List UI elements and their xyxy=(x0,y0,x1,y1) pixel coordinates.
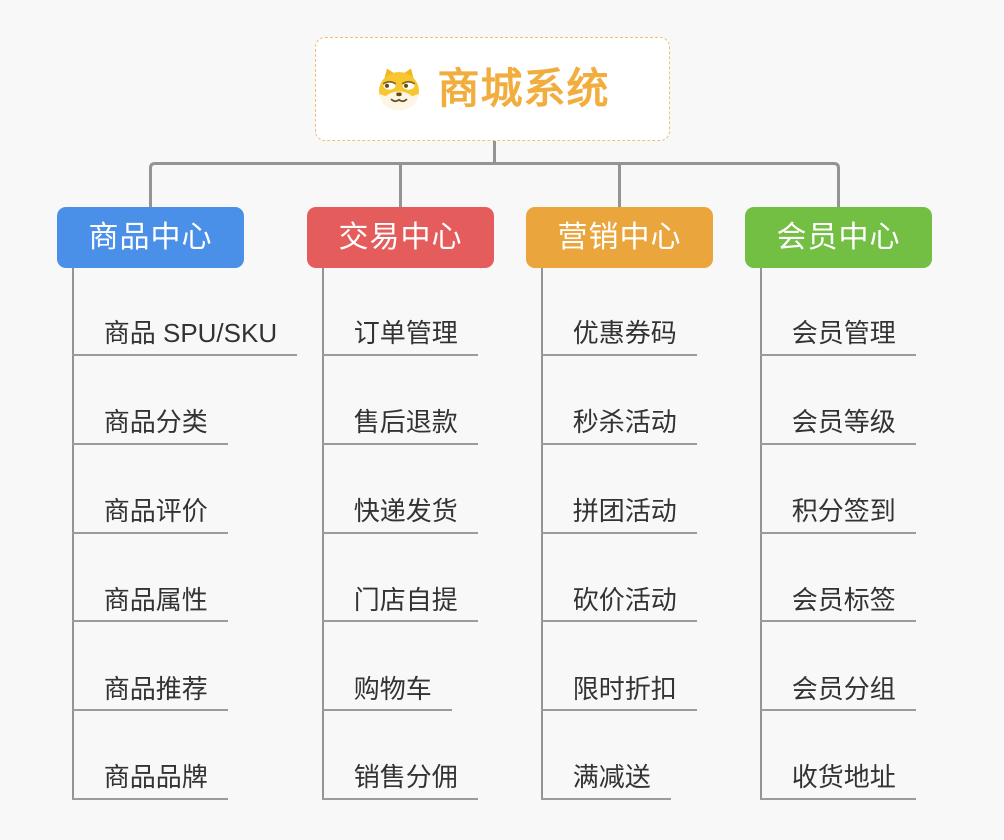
leaf-node[interactable]: 会员管理 xyxy=(759,316,916,356)
leaf-node[interactable]: 限时折扣 xyxy=(540,671,697,712)
leaf-node[interactable]: 销售分佣 xyxy=(321,760,478,800)
leaf-node[interactable]: 收货地址 xyxy=(759,760,916,800)
branch-label: 会员中心 xyxy=(776,220,901,254)
leaf-node[interactable]: 快递发货 xyxy=(321,494,478,534)
leaf-node[interactable]: 商品 SPU/SKU xyxy=(71,316,298,356)
leaf-node[interactable]: 商品品牌 xyxy=(71,760,228,800)
branch-spine-line xyxy=(759,268,763,800)
leaf-node[interactable]: 优惠券码 xyxy=(540,316,697,356)
branch-spine-line xyxy=(321,268,325,800)
leaf-node[interactable]: 积分签到 xyxy=(759,494,916,534)
branch-spine-line xyxy=(71,268,75,800)
leaf-node[interactable]: 会员标签 xyxy=(759,582,916,623)
leaf-node[interactable]: 商品推荐 xyxy=(71,671,228,712)
branch-node-trade-center[interactable]: 交易中心 xyxy=(307,207,494,268)
root-title: 商城系统 xyxy=(437,65,610,112)
leaf-node[interactable]: 购物车 xyxy=(321,671,452,712)
leaf-node[interactable]: 售后退款 xyxy=(321,405,478,445)
branch-node-member-center[interactable]: 会员中心 xyxy=(745,207,932,268)
root-node[interactable]: 商城系统 xyxy=(315,37,670,141)
leaf-node[interactable]: 秒杀活动 xyxy=(540,405,697,445)
leaf-node[interactable]: 门店自提 xyxy=(321,582,478,623)
branch-spine-line xyxy=(540,268,544,800)
leaf-node[interactable]: 拼团活动 xyxy=(540,494,697,534)
leaf-node[interactable]: 商品分类 xyxy=(71,405,228,445)
leaf-node[interactable]: 会员分组 xyxy=(759,671,916,712)
leaf-node[interactable]: 订单管理 xyxy=(321,316,478,356)
leaf-node[interactable]: 满减送 xyxy=(540,760,671,800)
leaf-node[interactable]: 商品评价 xyxy=(71,494,228,534)
branch-label: 商品中心 xyxy=(88,220,213,254)
branch-node-product-center[interactable]: 商品中心 xyxy=(57,207,244,268)
branch-label: 营销中心 xyxy=(557,220,682,254)
branch-label: 交易中心 xyxy=(338,220,463,254)
branch-node-marketing-center[interactable]: 营销中心 xyxy=(526,207,713,268)
leaf-node[interactable]: 会员等级 xyxy=(759,405,916,445)
leaf-node[interactable]: 砍价活动 xyxy=(540,582,697,623)
dog-face-icon xyxy=(375,66,423,112)
leaf-node[interactable]: 商品属性 xyxy=(71,582,228,623)
